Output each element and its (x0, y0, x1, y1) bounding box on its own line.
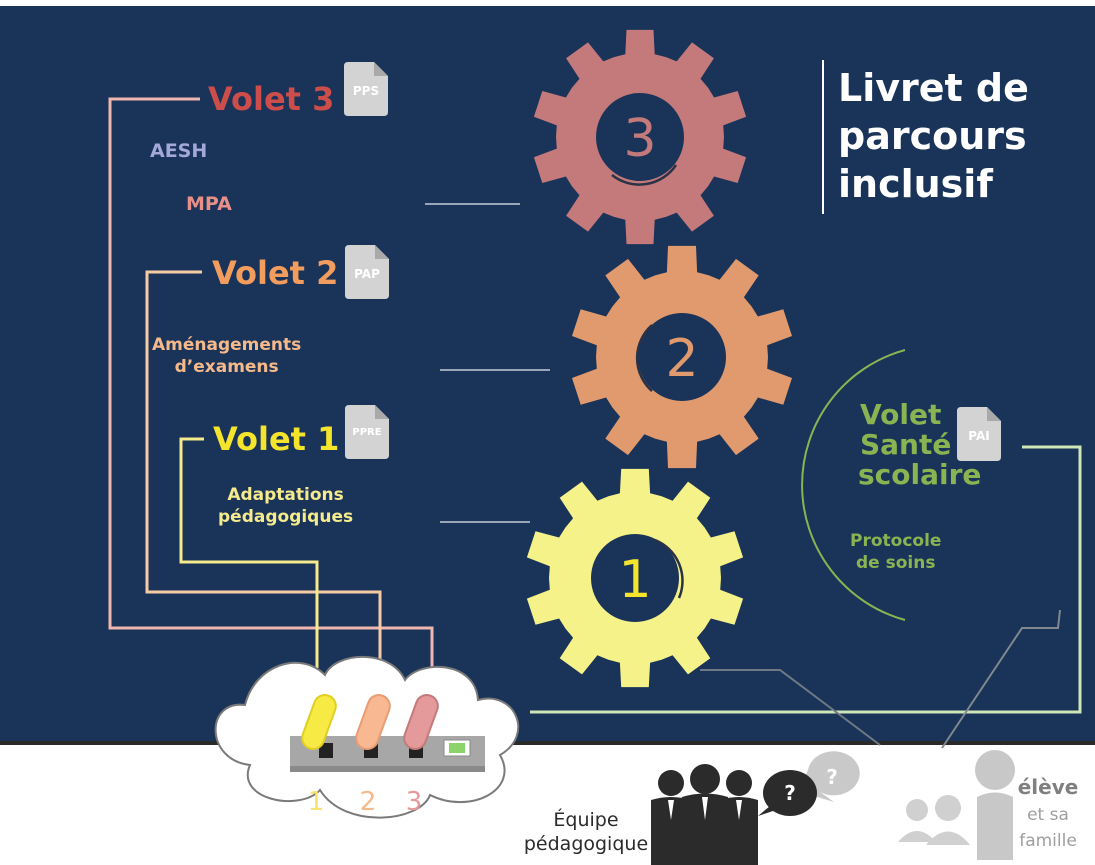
gear1-number: 1 (618, 550, 651, 610)
indicator-light (449, 743, 465, 753)
sante-line3: scolaire (858, 458, 982, 491)
line-to-student (941, 609, 1061, 749)
volet-1-label: Volet 1 (213, 420, 340, 458)
document-icon (345, 245, 389, 299)
switch-label-1: 1 (308, 787, 325, 817)
switch-lever-3[interactable] (401, 692, 441, 758)
title-line-1: Livret de (838, 66, 1029, 110)
gear-3: 3 (533, 29, 747, 245)
aesh-label: AESH (150, 140, 208, 162)
switch-indicator (443, 739, 471, 757)
document-icon (957, 407, 1001, 461)
pps-document-icon: PPS (344, 62, 388, 116)
line-volet2 (145, 270, 382, 668)
protocole-label: Protocole de soins (850, 530, 941, 574)
speech-bubble-front-icon: ? (758, 770, 817, 816)
amenagements-line2: d’examens (174, 357, 279, 377)
switch-label-3: 3 (406, 787, 423, 817)
adaptations-line2: pédagogiques (218, 507, 354, 527)
diagram-title: Livret de parcours inclusif (838, 64, 1029, 208)
line-sante (530, 445, 1082, 714)
mpa-label: MPA (186, 193, 232, 215)
title-line-2: parcours (838, 114, 1027, 158)
team-label-line1: Équipe (553, 808, 618, 831)
switch-base-shadow (290, 766, 485, 772)
gear1-hub (591, 534, 679, 622)
volet-2-label: Volet 2 (212, 254, 339, 292)
panel-bottom-border (0, 741, 1095, 745)
switch-label-2: 2 (360, 787, 377, 817)
switch-cloud: 1 2 3 (214, 656, 520, 819)
pai-document-label: PAI (968, 429, 990, 443)
switch-lever-2[interactable] (353, 692, 393, 758)
sante-arc (801, 349, 906, 621)
student-icon (975, 750, 1015, 860)
gear2-rotation-arrow-icon (635, 324, 653, 392)
document-icon (344, 62, 388, 116)
gear2-number: 2 (665, 329, 698, 389)
team-person-2-icon (682, 764, 728, 865)
student-label-line1: élève (1018, 775, 1079, 799)
sante-line1: Volet (860, 398, 942, 431)
gear-1: 1 (526, 468, 744, 688)
line-to-team (700, 669, 881, 746)
gear2-hub (638, 313, 726, 401)
gear3-hub (596, 93, 684, 181)
ppre-document-icon: PPRE (345, 405, 389, 459)
switch-1-handle (301, 694, 337, 750)
pai-document-icon: PAI (957, 407, 1001, 461)
amenagements-label: Aménagements d’examens (152, 334, 301, 378)
protocole-line1: Protocole (850, 531, 942, 551)
gear3-rotation-arrow-icon (611, 164, 678, 186)
team-label-line2: pédagogique (524, 833, 648, 855)
ties (668, 797, 742, 820)
family-icon (898, 795, 970, 845)
amenagements-line1: Aménagements (152, 335, 302, 355)
pps-document-label: PPS (352, 84, 380, 98)
protocole-line2: de soins (855, 553, 936, 573)
team-person-1-icon (651, 770, 691, 865)
document-icon (345, 405, 389, 459)
switch-2-handle (355, 694, 391, 750)
line-volet1 (179, 437, 319, 668)
student-group: élève et sa famille (898, 750, 1078, 860)
speech-bubble-back-icon: ? (805, 751, 860, 802)
gear-2: 2 (572, 245, 792, 469)
switch-1-socket (319, 743, 333, 758)
pap-document-label: PAP (354, 267, 380, 281)
line-volet3 (108, 97, 434, 668)
team-group: ? ? Équipe pédagogique (524, 751, 860, 865)
gear3-number: 3 (623, 109, 656, 169)
sante-line2: Santé (860, 428, 952, 461)
switch-lever-1[interactable] (299, 692, 339, 758)
ppre-document-label: PPRE (352, 427, 382, 438)
bubble-question-back: ? (826, 765, 838, 789)
bubble-question-front: ? (784, 781, 796, 805)
student-label-line3: famille (1019, 831, 1077, 851)
title-line-3: inclusif (838, 162, 993, 206)
adaptations-label: Adaptations pédagogiques (218, 484, 353, 528)
gear1-rotation-arrow-icon (654, 538, 684, 599)
team-person-3-icon (720, 770, 758, 865)
pap-document-icon: PAP (345, 245, 389, 299)
adaptations-line1: Adaptations (227, 485, 344, 505)
student-label-line2: et sa (1027, 805, 1069, 825)
volet-sante-label: Volet Santé scolaire (858, 400, 981, 490)
volet-3-label: Volet 3 (208, 80, 335, 118)
switch-3-handle (403, 694, 439, 750)
